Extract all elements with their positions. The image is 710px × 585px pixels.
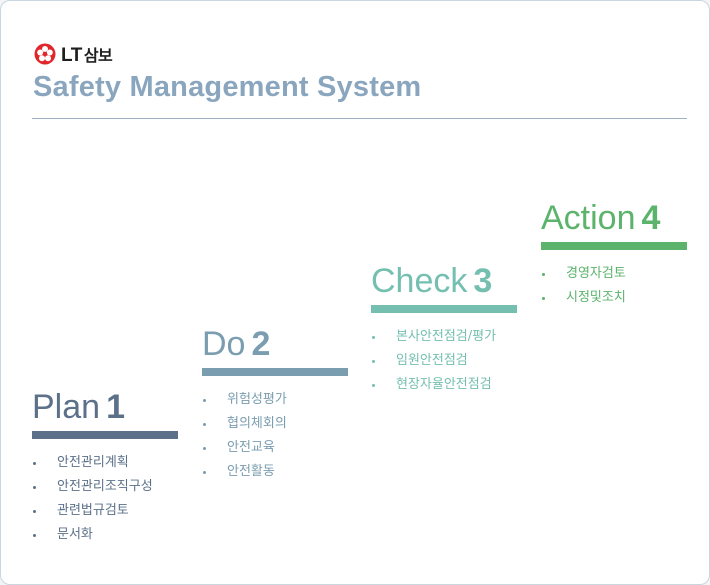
bullet-icon (542, 297, 545, 300)
list-item: 위험성평가 (202, 388, 348, 412)
list-item-label: 시정및조치 (566, 290, 626, 305)
phase-item-list: 안전관리계획 안전관리조직구성 관련법규검토 문서화 (32, 451, 178, 547)
title-divider (32, 118, 687, 119)
list-item: 경영자검토 (541, 262, 687, 286)
list-item: 관련법규검토 (32, 499, 178, 523)
bullet-icon (203, 471, 206, 474)
list-item: 안전활동 (202, 460, 348, 484)
phase-item-list: 본사안전점검/평가 임원안전점검 현장자율안전점검 (371, 325, 517, 397)
list-item: 안전교육 (202, 436, 348, 460)
phase-bar (202, 368, 348, 376)
phase-bar (541, 242, 687, 250)
bullet-icon (542, 273, 545, 276)
bullet-icon (372, 384, 375, 387)
phase-number: 1 (106, 388, 125, 426)
list-item: 본사안전점검/평가 (371, 325, 517, 349)
bullet-icon (372, 360, 375, 363)
phase-number: 3 (473, 262, 493, 300)
list-item-label: 안전교육 (227, 440, 275, 455)
bullet-icon (372, 336, 375, 339)
bullet-icon (33, 462, 36, 465)
list-item-label: 위험성평가 (227, 392, 287, 407)
list-item-label: 협의체회의 (227, 416, 287, 431)
list-item-label: 안전관리계획 (57, 455, 129, 470)
bullet-icon (203, 447, 206, 450)
list-item: 협의체회의 (202, 412, 348, 436)
bullet-icon (203, 423, 206, 426)
list-item: 안전관리계획 (32, 451, 178, 475)
list-item-label: 안전활동 (227, 464, 275, 479)
logo-kr-text: 삼보 (83, 45, 113, 65)
phase-item-list: 경영자검토 시정및조치 (541, 262, 687, 310)
phase-word: Check (371, 262, 468, 300)
phase-bar (371, 305, 517, 313)
list-item: 임원안전점검 (371, 349, 517, 373)
phase-number: 4 (641, 199, 661, 237)
list-item-label: 문서화 (57, 527, 93, 542)
list-item: 문서화 (32, 523, 178, 547)
phase-item-list: 위험성평가 협의체회의 안전교육 안전활동 (202, 388, 348, 484)
phase-number: 2 (251, 325, 271, 363)
page-title: Safety Management System (33, 71, 422, 103)
bullet-icon (33, 510, 36, 513)
list-item: 안전관리조직구성 (32, 475, 178, 499)
phase-word: Action (541, 199, 636, 237)
list-item-label: 본사안전점검/평가 (396, 329, 497, 344)
phase-bar (32, 431, 178, 439)
bullet-icon (203, 399, 206, 402)
list-item: 시정및조치 (541, 286, 687, 310)
flower-logo-icon (34, 43, 56, 65)
phase-word: Plan (32, 388, 101, 426)
list-item-label: 안전관리조직구성 (57, 479, 153, 494)
list-item-label: 관련법규검토 (57, 503, 129, 518)
bullet-icon (33, 534, 36, 537)
list-item: 현장자율안전점검 (371, 373, 517, 397)
phase-word: Do (202, 325, 246, 363)
list-item-label: 현장자율안전점검 (396, 377, 492, 392)
list-item-label: 임원안전점검 (396, 353, 468, 368)
logo-lt-text: LT (61, 44, 82, 66)
bullet-icon (33, 486, 36, 489)
list-item-label: 경영자검토 (566, 266, 626, 281)
